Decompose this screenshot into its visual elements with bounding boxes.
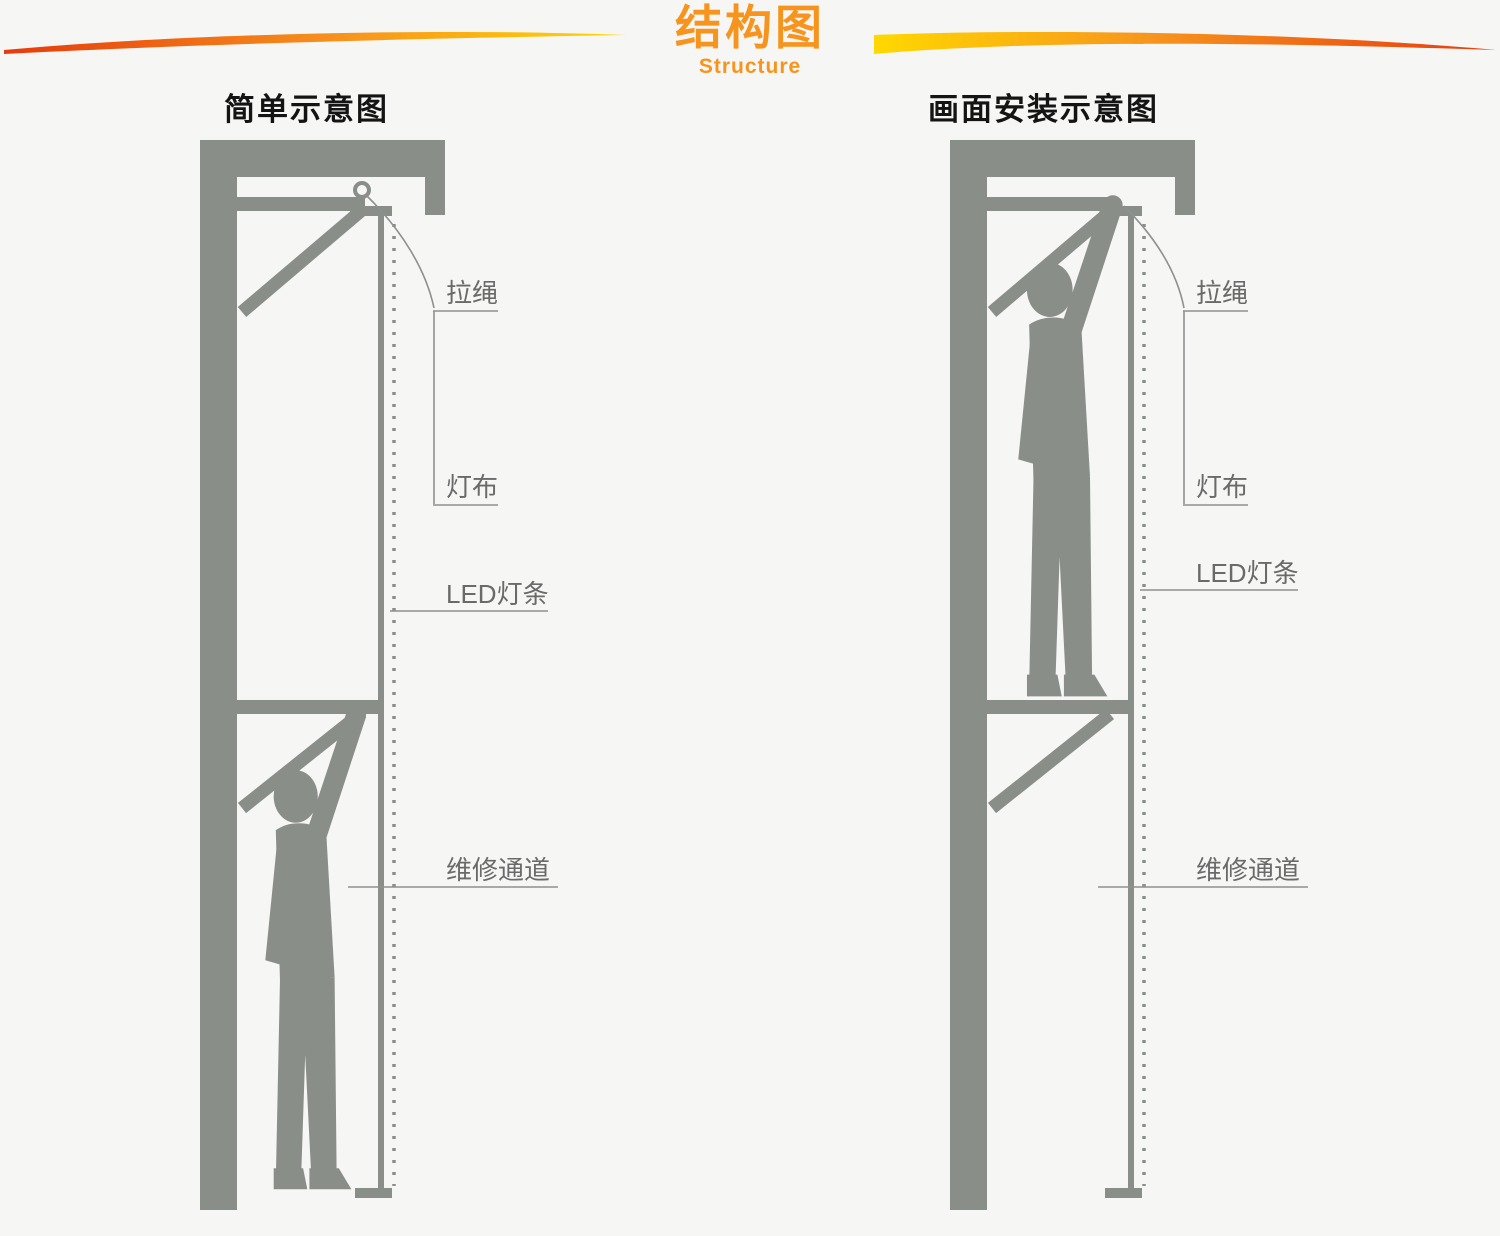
label-fabric: 灯布 — [446, 472, 498, 502]
frame-pole — [200, 140, 237, 1210]
frame-top-diagonal-brace — [987, 205, 1117, 317]
frame-pole — [950, 140, 987, 1210]
label-fabric: 灯布 — [1196, 472, 1248, 502]
label-led-strip: LED灯条 — [1196, 558, 1299, 588]
frame-top-diagonal-brace — [237, 205, 367, 317]
simple-schematic-diagram: 拉绳 灯布 LED灯条 维修通道 — [200, 140, 558, 1210]
header-swoosh-right-icon — [874, 31, 1496, 54]
rope-leader-line — [364, 193, 435, 309]
frame-sub-beam — [237, 197, 365, 211]
label-service-channel: 维修通道 — [446, 855, 550, 885]
worker-silhouette — [265, 705, 367, 1190]
frame-top-bracket — [1175, 177, 1195, 215]
left-diagram-title: 简单示意图 — [224, 92, 389, 127]
lamp-fabric-line — [378, 214, 384, 1194]
installation-schematic-diagram: 拉绳 灯布 LED灯条 维修通道 — [950, 140, 1308, 1210]
lamp-fabric-line — [1128, 214, 1134, 1194]
frame-middle-platform — [987, 700, 1128, 714]
frame-lower-diagonal-brace — [987, 708, 1115, 814]
fabric-top-bar — [350, 206, 392, 216]
frame-top-bracket — [425, 177, 445, 215]
label-rope: 拉绳 — [446, 278, 498, 308]
fabric-bottom-bar — [355, 1188, 392, 1198]
worker-silhouette — [1018, 195, 1123, 697]
right-diagram-title: 画面安装示意图 — [928, 92, 1159, 127]
frame-lower-diagonal-brace — [237, 708, 365, 814]
frame-top-beam — [200, 140, 445, 177]
frame-middle-platform — [237, 700, 378, 714]
rope-leader-line — [1123, 205, 1185, 309]
frame-sub-beam — [987, 197, 1115, 211]
frame-top-beam — [950, 140, 1195, 177]
page-subtitle: Structure — [698, 54, 802, 78]
fabric-bottom-bar — [1105, 1188, 1142, 1198]
label-service-channel: 维修通道 — [1196, 855, 1300, 885]
header-swoosh-left-icon — [4, 31, 626, 54]
label-rope: 拉绳 — [1196, 278, 1248, 308]
label-led-strip: LED灯条 — [446, 579, 549, 609]
